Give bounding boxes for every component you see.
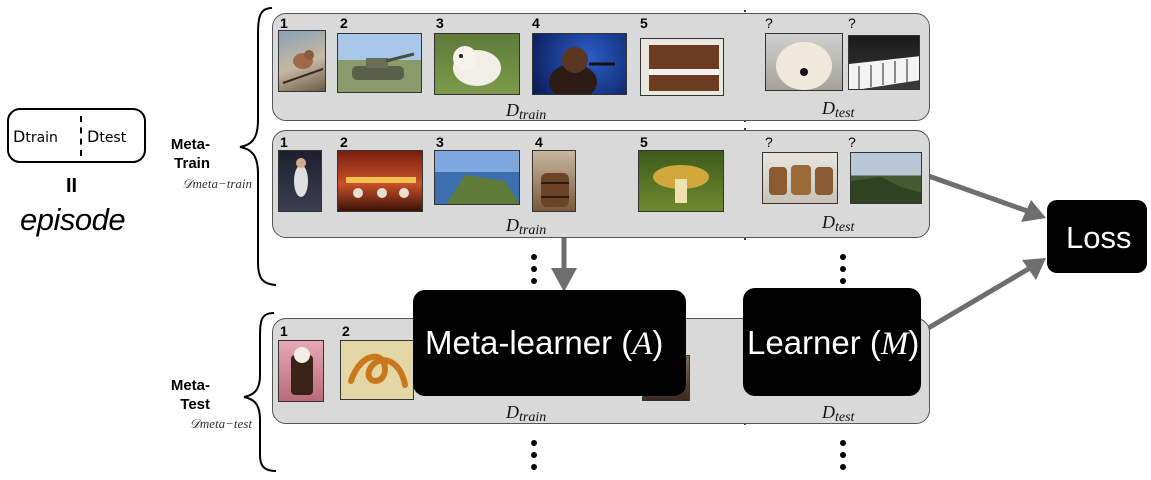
komondor-image xyxy=(765,33,843,91)
row1-dtrain-label: Dtrain xyxy=(506,100,547,123)
arrow-to-loss-top-head xyxy=(1021,200,1046,222)
meta-train-script-label: 𝒟meta−train xyxy=(182,176,252,191)
meta-learner-label: Meta-learner (A) xyxy=(425,324,664,362)
carousel-image xyxy=(337,150,423,212)
barrel-image xyxy=(532,150,576,212)
row2-label-5: 5 xyxy=(640,134,648,150)
row3-label-2: 2 xyxy=(342,323,350,339)
row2-dtest-label: Dtest xyxy=(822,212,855,235)
row1-dtest-label: Dtest xyxy=(822,98,855,121)
loss-label: Loss xyxy=(1066,220,1132,255)
singer-image xyxy=(532,33,627,95)
episode-divider xyxy=(80,116,82,156)
sea-cliff-image xyxy=(850,152,922,204)
barrels-image xyxy=(762,152,838,204)
row2-label-q1: ? xyxy=(765,134,773,150)
row3-label-1: 1 xyxy=(280,323,288,339)
learner-label: Learner (M) xyxy=(747,324,920,362)
episode-box: Dtrain Dtest xyxy=(7,108,146,163)
row1-label-q1: ? xyxy=(765,15,773,31)
dog-image xyxy=(434,33,520,95)
row2-dtrain-label: Dtrain xyxy=(506,215,547,238)
worm-image xyxy=(340,340,414,400)
row2-label-2: 2 xyxy=(340,134,348,150)
row2-label-1: 1 xyxy=(280,134,288,150)
row2-label-3: 3 xyxy=(436,134,444,150)
row1-label-2: 2 xyxy=(340,15,348,31)
row3-dtest-label: Dtest xyxy=(822,402,855,425)
arrow-to-loss-bottom-head xyxy=(1022,258,1046,280)
row2-label-q2: ? xyxy=(848,134,856,150)
arrow-to-meta-learner-head xyxy=(551,268,577,292)
meta-test-script-label: 𝒟meta−test xyxy=(189,416,252,431)
row3-train-ellipsis xyxy=(531,440,537,476)
dessert-image xyxy=(278,340,324,402)
row1-label-1: 1 xyxy=(280,15,288,31)
row2-label-4: 4 xyxy=(535,134,543,150)
row1-label-3: 3 xyxy=(436,15,444,31)
meta-test-label: Meta- Test xyxy=(170,377,210,413)
learner-block: Learner (M) xyxy=(743,288,921,396)
gymnast-image xyxy=(278,150,322,212)
row2-test-ellipsis xyxy=(840,254,846,290)
row1-label-5: 5 xyxy=(640,15,648,31)
piano-keys-image xyxy=(848,35,920,90)
meta-test-brace xyxy=(243,312,277,472)
episode-word: episode xyxy=(20,202,126,237)
episode-dtest-label: Dtest xyxy=(87,127,127,146)
episode-dtrain-label: Dtrain xyxy=(13,127,58,146)
meta-train-label: Meta- Train xyxy=(170,136,210,172)
row1-label-q2: ? xyxy=(848,15,856,31)
equals-sign: II xyxy=(66,175,78,197)
row3-test-ellipsis xyxy=(840,440,846,476)
loss-block: Loss xyxy=(1047,200,1147,273)
tank-image xyxy=(337,33,422,93)
cliff-image xyxy=(434,150,520,205)
meta-train-brace xyxy=(239,7,277,286)
piano-image xyxy=(640,38,724,96)
row2-train-ellipsis xyxy=(531,254,537,290)
mushroom-image xyxy=(638,150,724,212)
row3-dtrain-label: Dtrain xyxy=(506,402,547,425)
row1-label-4: 4 xyxy=(532,15,540,31)
bird-image xyxy=(278,30,326,92)
meta-learner-block: Meta-learner (A) xyxy=(413,290,686,396)
